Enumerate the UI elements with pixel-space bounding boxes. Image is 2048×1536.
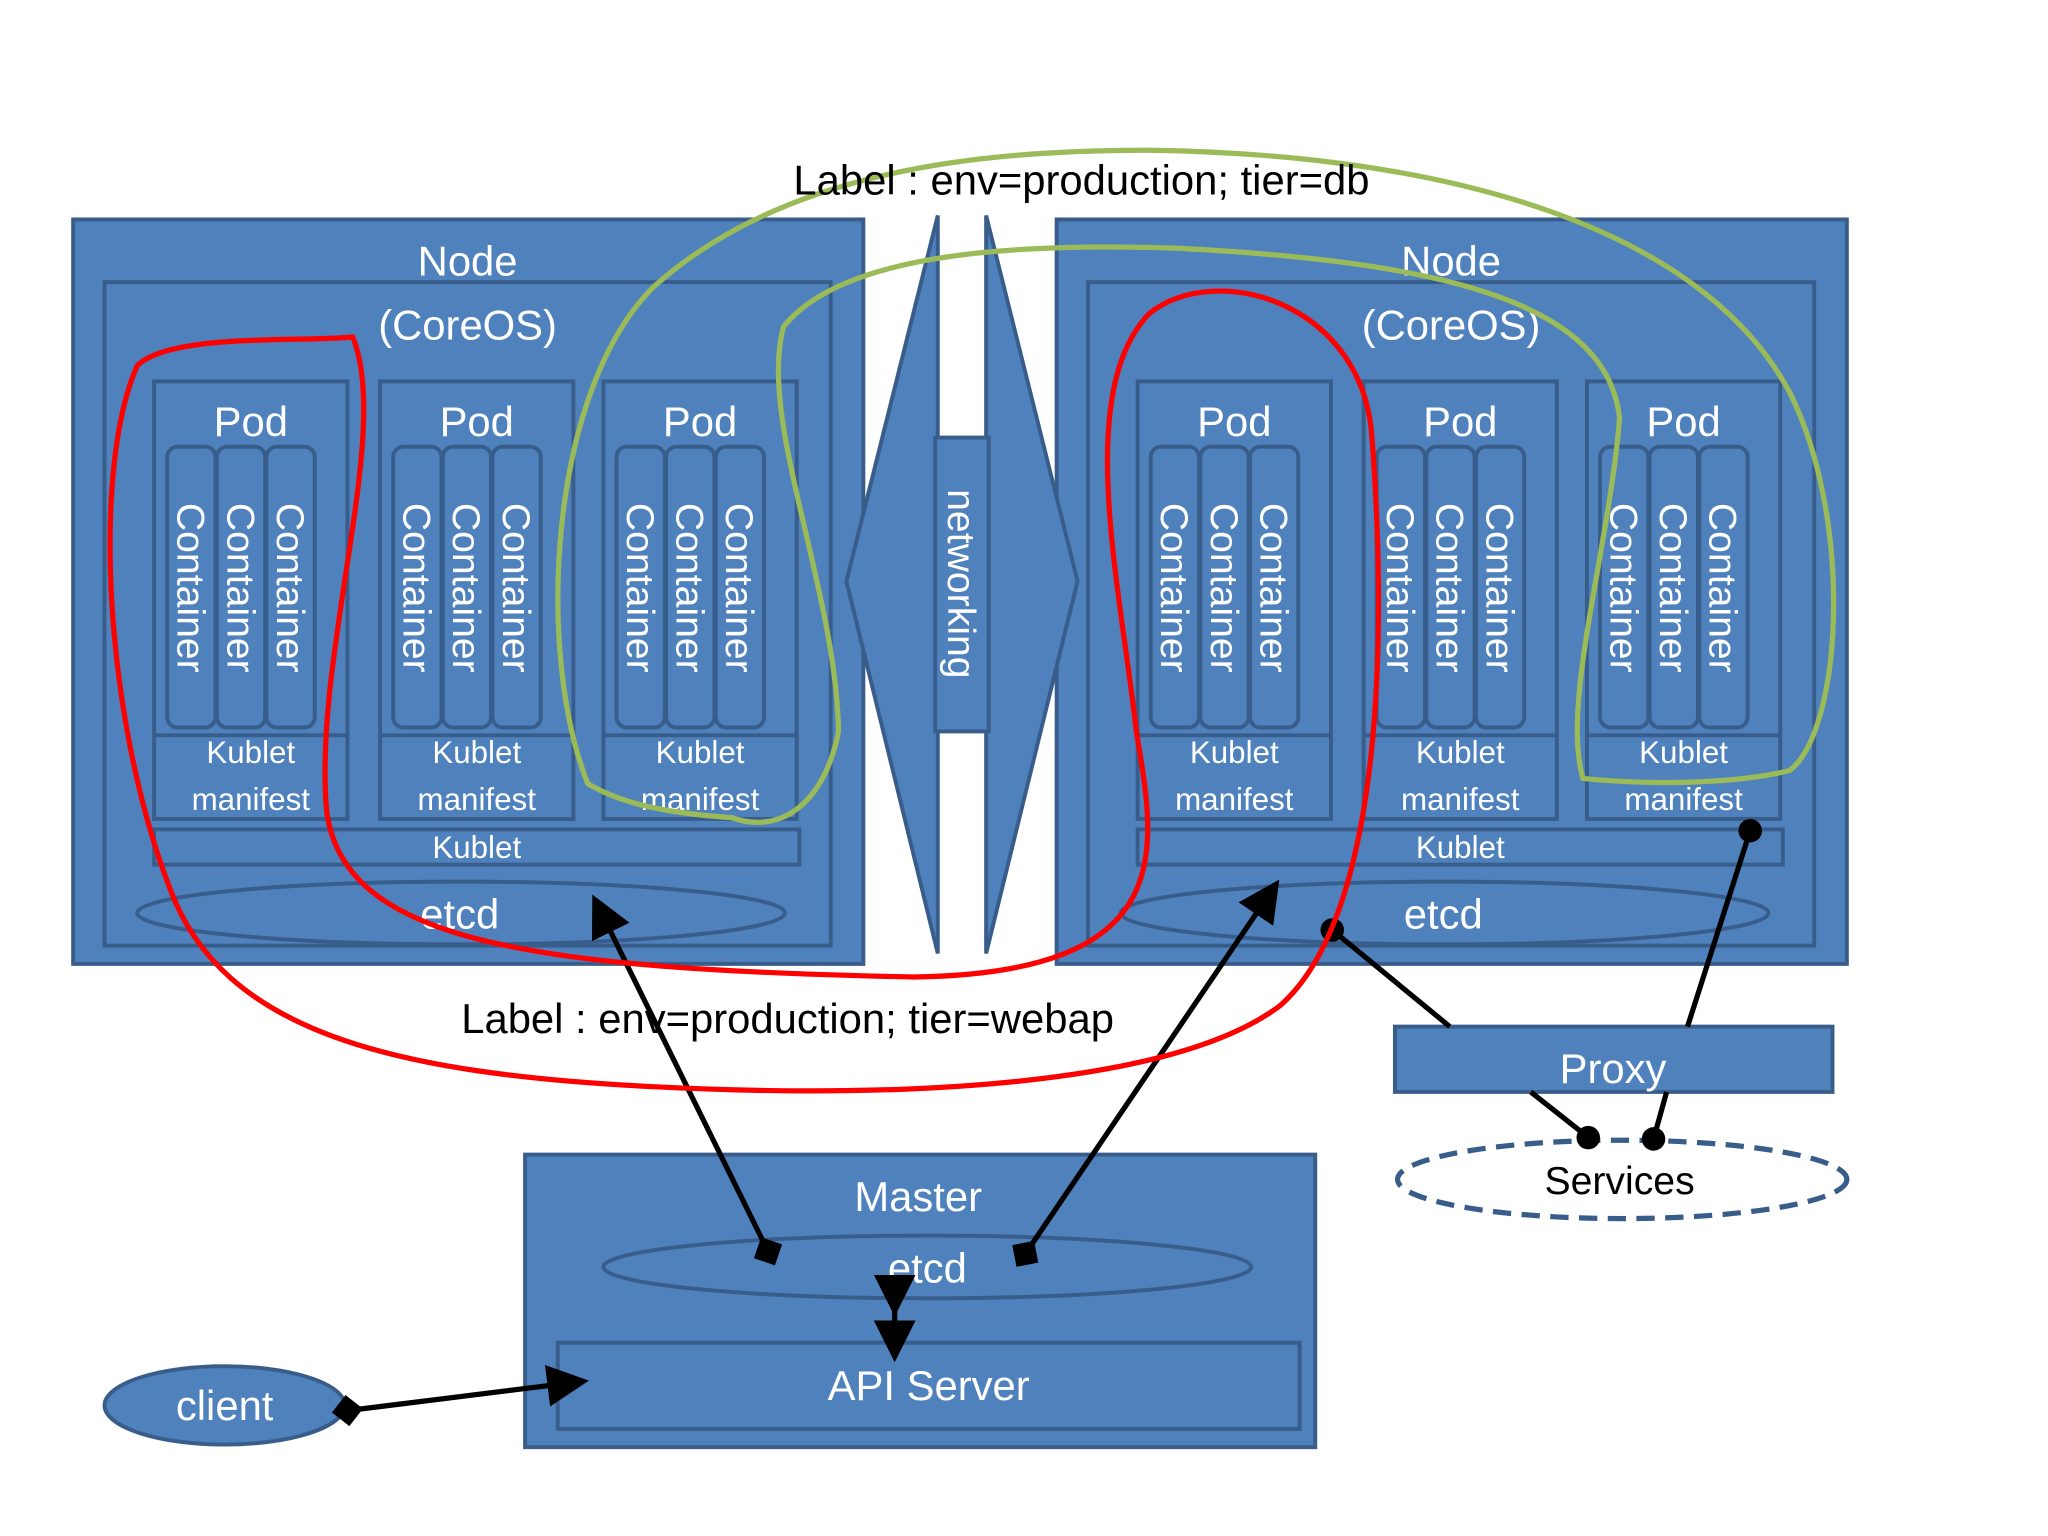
container-label: Container — [1651, 503, 1694, 673]
pod-kublet-label: Kublet — [1190, 735, 1279, 770]
node-etcd-label: etcd — [1404, 891, 1483, 938]
container-label: Container — [268, 503, 311, 673]
etcd-proxy-line — [1330, 927, 1452, 1029]
master: Master etcd API Server — [523, 1152, 1318, 1450]
networking-bar — [933, 435, 991, 734]
kublet-bar — [152, 827, 802, 867]
webapp-label-text: Label : env=production; tier=webap — [461, 995, 1114, 1042]
kublet-bar — [1135, 827, 1785, 867]
pod-manifest-label: manifest — [1624, 782, 1743, 817]
client-label: client — [176, 1382, 274, 1429]
pod-manifest-label: manifest — [641, 782, 760, 817]
container-label: Container — [1378, 503, 1421, 673]
kublet-label: Kublet — [1416, 830, 1505, 865]
container-box — [1248, 444, 1301, 730]
container-label: Container — [1251, 503, 1294, 673]
pod-manifest-label: manifest — [1175, 782, 1294, 817]
pod-proxy-line — [1685, 829, 1753, 1028]
master-to-node2-arrow — [1012, 879, 1280, 1267]
client-api-arrow — [331, 1365, 589, 1427]
container-box — [1473, 444, 1527, 730]
webapp-label-outline — [107, 288, 1382, 1094]
dot — [1738, 818, 1762, 843]
container-label: Container — [1477, 503, 1520, 673]
pod-manifest-label: manifest — [1401, 782, 1520, 817]
pod-title: Pod — [1423, 398, 1497, 445]
container-label: Container — [1152, 503, 1195, 673]
container-box — [1697, 444, 1750, 730]
container-label: Container — [668, 503, 711, 673]
proxy-box — [1392, 1024, 1835, 1094]
node-subtitle: (CoreOS) — [378, 302, 557, 349]
node-title: Node — [1401, 238, 1501, 285]
container-label: Container — [618, 503, 661, 673]
db-label-text: Label : env=production; tier=db — [793, 157, 1369, 204]
node-title: Node — [418, 238, 518, 285]
pod-title: Pod — [214, 398, 288, 445]
container-box — [264, 444, 317, 730]
container-label: Container — [1428, 503, 1471, 673]
db-label-outline — [555, 147, 1837, 825]
container-box — [490, 444, 543, 730]
container-label: Container — [1202, 503, 1245, 673]
container-label: Container — [1701, 503, 1744, 673]
pod-kublet-label: Kublet — [1639, 735, 1728, 770]
pod-title: Pod — [1646, 398, 1720, 445]
node-subtitle: (CoreOS) — [1362, 302, 1541, 349]
networking-arrow: networking — [844, 215, 1080, 954]
master-etcd-label: etcd — [888, 1245, 967, 1292]
container-label: Container — [494, 503, 537, 673]
container-box — [713, 444, 767, 730]
pod-title: Pod — [663, 398, 737, 445]
node-etcd-label: etcd — [420, 891, 499, 938]
api-server — [555, 1340, 1302, 1431]
pod-kublet-label: Kublet — [1416, 735, 1505, 770]
services-ellipse — [1394, 1137, 1850, 1222]
pod-manifest-label: manifest — [418, 782, 537, 817]
pod-kublet-label: Kublet — [432, 735, 521, 770]
pod-kublet-label: Kublet — [206, 735, 295, 770]
client: client — [102, 1364, 347, 1447]
container-label: Container — [395, 503, 438, 673]
container-label: Container — [169, 503, 212, 673]
connectors — [331, 829, 1753, 1427]
pod-title: Pod — [1197, 398, 1271, 445]
api-server-label: API Server — [828, 1362, 1030, 1409]
pod-manifest-label: manifest — [192, 782, 311, 817]
networking-label: networking — [939, 489, 982, 678]
container-label: Container — [717, 503, 760, 673]
kublet-label: Kublet — [432, 830, 521, 865]
container-label: Container — [218, 503, 261, 673]
services-label: Services — [1544, 1160, 1694, 1203]
pod-title: Pod — [440, 398, 514, 445]
pod-kublet-label: Kublet — [656, 735, 745, 770]
master-title: Master — [854, 1173, 982, 1220]
dot — [1576, 1125, 1600, 1150]
container-label: Container — [444, 503, 487, 673]
proxy-service-line-1 — [1529, 1089, 1589, 1139]
dot — [1641, 1127, 1666, 1151]
container-label: Container — [1601, 503, 1644, 673]
proxy-label: Proxy — [1560, 1045, 1667, 1092]
